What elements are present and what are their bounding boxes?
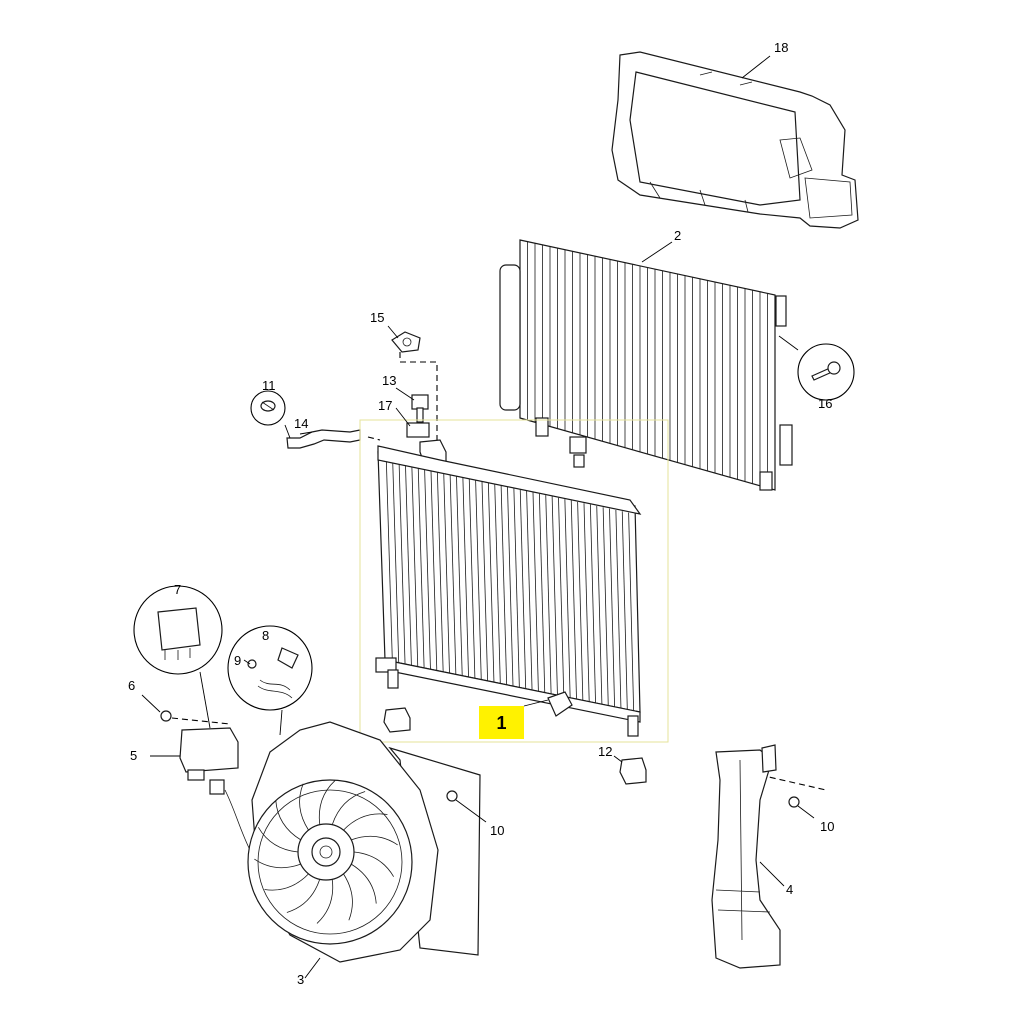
callout-1-box: 1 <box>479 699 549 739</box>
callout-label-5: 5 <box>130 748 137 763</box>
part-3-cooling-fan-assembly[interactable] <box>247 721 481 979</box>
part-11-hose-clamp-detail[interactable] <box>250 390 286 426</box>
callout-label-10-right: 10 <box>820 819 834 834</box>
part-6-screw[interactable] <box>141 694 231 725</box>
callout-label-2: 2 <box>674 228 681 243</box>
callout-label-3: 3 <box>297 972 304 987</box>
callout-label-16: 16 <box>818 396 832 411</box>
part-12-grommets[interactable] <box>383 707 647 785</box>
callout-label-17: 17 <box>378 398 392 413</box>
callout-label-11: 11 <box>262 378 276 393</box>
callout-label-15: 15 <box>370 310 384 325</box>
part-8-9-sensor-detail[interactable] <box>227 625 313 736</box>
part-18-radiator-support-frame[interactable] <box>611 51 859 229</box>
part-4-air-duct[interactable] <box>711 744 785 969</box>
leader-lines <box>243 55 771 665</box>
part-15-bracket[interactable] <box>391 331 421 353</box>
callout-label-10-left: 10 <box>490 823 504 838</box>
part-16-bolt-detail[interactable] <box>778 335 855 401</box>
part-10-bolts[interactable] <box>446 774 827 823</box>
callout-label-12: 12 <box>598 744 612 759</box>
part-5-fan-control-module[interactable] <box>150 727 251 851</box>
callout-label-14: 14 <box>294 416 308 431</box>
callout-labels: 18 2 15 13 17 11 14 16 7 8 9 6 5 12 10 1… <box>128 40 834 987</box>
selection-frame-radiator <box>359 419 669 743</box>
callout-label-13: 13 <box>382 373 396 388</box>
part-13-bleed-fitting[interactable] <box>411 394 429 423</box>
callout-label-4: 4 <box>786 882 793 897</box>
callout-label-7: 7 <box>174 582 181 597</box>
callout-label-18: 18 <box>774 40 788 55</box>
connector-dash-line <box>399 352 438 440</box>
callout-label-1: 1 <box>496 713 506 733</box>
callout-label-6: 6 <box>128 678 135 693</box>
part-2-ac-condenser[interactable] <box>499 239 793 491</box>
callout-label-8: 8 <box>262 628 269 643</box>
callout-label-9: 9 <box>234 653 241 668</box>
part-1-radiator[interactable] <box>375 436 642 737</box>
part-7-relay-detail[interactable] <box>133 585 223 729</box>
